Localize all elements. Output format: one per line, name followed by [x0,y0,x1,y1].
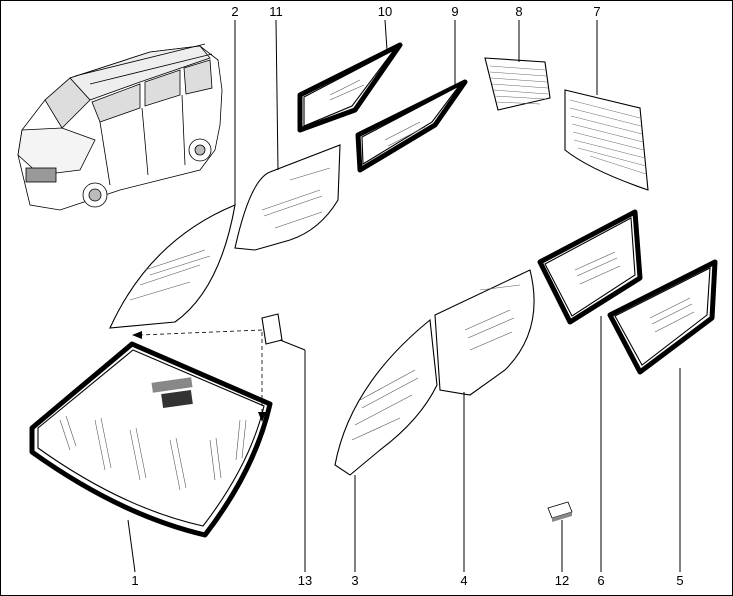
callout-1: 1 [131,573,138,588]
arrow-head-left [132,331,142,339]
callout-8: 8 [515,4,522,19]
callout-labels: 1 2 3 4 5 6 7 8 9 10 11 12 13 [131,4,683,588]
callout-2: 2 [231,4,238,19]
leader-lines [127,19,681,573]
callout-9: 9 [451,4,458,19]
part-11-door-glass [234,144,341,251]
callout-12: 12 [555,573,569,588]
arrow-head-down [258,412,266,422]
part-5-rear-quarter-glass [607,259,718,375]
part-12-clip [547,501,573,522]
callout-7: 7 [593,4,600,19]
callout-13: 13 [298,573,312,588]
dashed-arrows [139,329,263,415]
callout-3: 3 [351,573,358,588]
part-10-quarter-glass [297,42,403,133]
callout-5: 5 [676,573,683,588]
callout-6: 6 [597,573,604,588]
part-1-windshield [29,341,273,538]
car-illustration [17,43,223,211]
part-2-door-glass [109,204,236,329]
part-7-rear-glass [564,89,649,191]
part-9-quarter-glass [355,79,468,173]
part-13-sticker [261,313,283,345]
callout-4: 4 [460,573,467,588]
callout-11: 11 [269,4,283,19]
callout-10: 10 [378,4,392,19]
part-3-door-glass [334,318,438,476]
part-8-rear-glass [484,57,551,111]
part-6-rear-door-glass [537,209,643,325]
part-4-door-glass [434,269,535,396]
